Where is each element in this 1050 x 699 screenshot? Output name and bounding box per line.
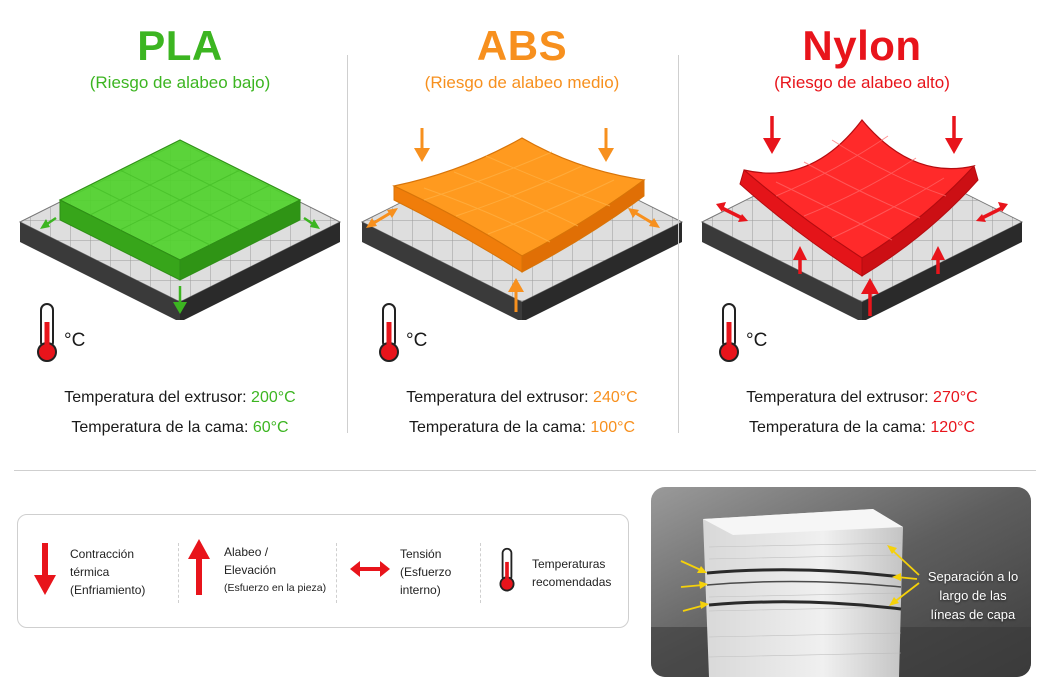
extruder-temp-value: 270°C — [933, 389, 978, 406]
material-title: PLA — [137, 22, 223, 69]
extruder-temp-value: 200°C — [251, 389, 296, 406]
legend-separator — [178, 543, 179, 603]
legend-item-tension: Tensión (Esfuerzo interno) — [338, 515, 480, 627]
bed-temp-label: Temperatura de la cama: — [408, 419, 586, 436]
bed-temp-row: Temperatura de la cama: 60°C — [10, 419, 350, 437]
legend-text-line: térmica — [70, 565, 110, 579]
layer-separation-photo: Separación a lo largo de las líneas de c… — [651, 487, 1031, 677]
legend-item-temperatures: Temperaturas recomendadas — [482, 515, 628, 627]
legend-text-line: Contracción — [70, 547, 135, 561]
bed-temp-row: Temperatura de la cama: 100°C — [352, 419, 692, 437]
material-title: ABS — [476, 22, 568, 69]
thermometer-icon — [499, 547, 515, 592]
column-pla: PLA (Riesgo de alabeo bajo) — [10, 0, 350, 440]
up-arrow-icon — [188, 539, 210, 595]
photo-caption-line: largo de las — [939, 588, 1007, 603]
bed-temp-value: 120°C — [930, 419, 976, 436]
bed-temp-row: Temperatura de la cama: 120°C — [692, 419, 1032, 437]
pla-warp-illustration — [18, 139, 342, 320]
photo-caption-line: líneas de capa — [930, 607, 1016, 622]
thermometer-icon — [719, 303, 739, 362]
extruder-temp-label: Temperatura del extrusor: — [746, 389, 929, 406]
extruder-temp-label: Temperatura del extrusor: — [64, 389, 247, 406]
double-arrow-icon — [350, 561, 390, 577]
legend-item-warp: Alabeo / Elevación (Esfuerzo en la pieza… — [180, 515, 336, 627]
column-divider — [678, 55, 679, 433]
photo-caption-line: Separación a lo — [927, 569, 1019, 584]
legend-text-line: (Enfriamiento) — [70, 583, 146, 597]
legend-text-line: Tensión — [400, 547, 442, 561]
extruder-temp-row: Temperatura del extrusor: 240°C — [352, 389, 692, 407]
column-abs: ABS (Riesgo de alabeo medio) — [352, 0, 692, 440]
extruder-temp-row: Temperatura del extrusor: 200°C — [10, 389, 350, 407]
legend-text-line: Alabeo / — [224, 545, 269, 559]
celsius-unit: °C — [64, 330, 86, 351]
nylon-warp-illustration — [700, 116, 1024, 320]
legend-text-line: Elevación — [224, 563, 277, 577]
legend-text-line: (Esfuerzo en la pieza) — [224, 582, 327, 594]
celsius-unit: °C — [406, 330, 428, 351]
bed-temp-value: 100°C — [590, 419, 636, 436]
legend-item-contraction: Contracción térmica (Enfriamiento) — [18, 515, 178, 627]
down-arrow-icon — [34, 543, 56, 595]
legend-text-line: recomendadas — [532, 575, 612, 589]
photo-caption: Separación a lo largo de las líneas de c… — [919, 567, 1027, 624]
extruder-temp-label: Temperatura del extrusor: — [406, 389, 589, 406]
legend-separator — [336, 543, 337, 603]
abs-warp-illustration — [360, 128, 684, 320]
photo-illustration — [651, 487, 1031, 677]
extruder-temp-row: Temperatura del extrusor: 270°C — [692, 389, 1032, 407]
warp-risk-subtitle: (Riesgo de alabeo bajo) — [89, 73, 271, 92]
legend-text-line: Temperaturas — [532, 557, 606, 571]
bed-temp-label: Temperatura de la cama: — [748, 419, 926, 436]
section-divider — [14, 470, 1036, 471]
warp-risk-subtitle: (Riesgo de alabeo alto) — [774, 73, 950, 92]
extruder-temp-value: 240°C — [593, 389, 638, 406]
column-divider — [347, 55, 348, 433]
thermometer-icon — [37, 303, 57, 362]
thermometer-icon — [379, 303, 399, 362]
material-title: Nylon — [802, 22, 922, 69]
column-nylon: Nylon (Riesgo de alabeo alto) — [692, 0, 1032, 440]
celsius-unit: °C — [746, 330, 768, 351]
bed-temp-value: 60°C — [252, 419, 289, 436]
legend-text-line: (Esfuerzo — [400, 565, 452, 579]
legend-box: Contracción térmica (Enfriamiento) Alabe… — [17, 514, 629, 628]
legend-separator — [480, 543, 481, 603]
legend-text-line: interno) — [400, 583, 441, 597]
warp-risk-subtitle: (Riesgo de alabeo medio) — [424, 73, 620, 92]
bed-temp-label: Temperatura de la cama: — [71, 419, 249, 436]
